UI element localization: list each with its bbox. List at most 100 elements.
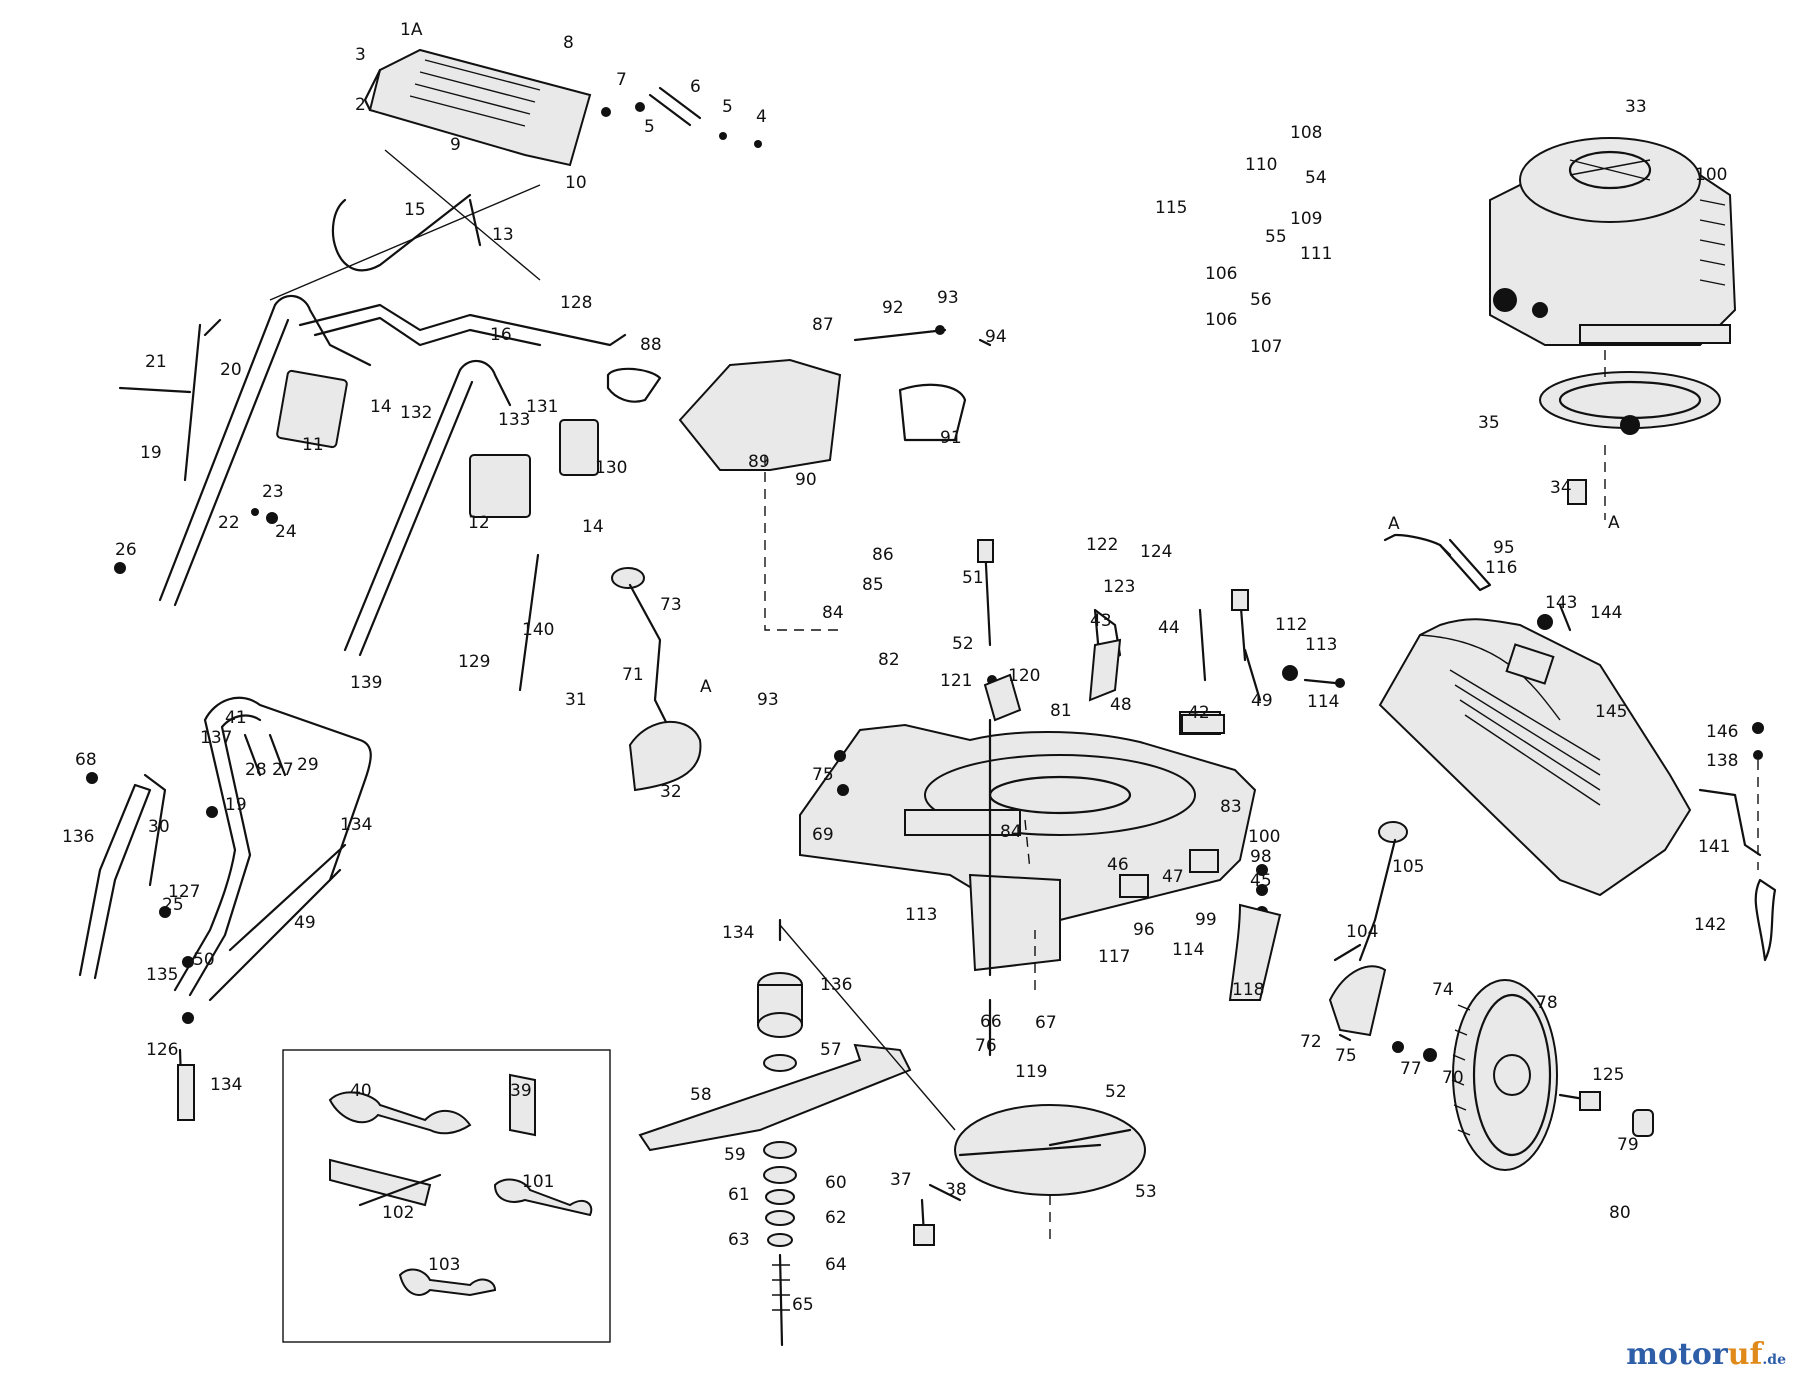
watermark-brand-main: motor bbox=[1626, 1337, 1728, 1372]
part-number-label: 106 bbox=[1205, 264, 1237, 284]
part-number-label: 94 bbox=[985, 327, 1007, 347]
part-number-label: 100 bbox=[1248, 827, 1280, 847]
part-number-label: 19 bbox=[140, 443, 162, 463]
part-number-label: 33 bbox=[1625, 97, 1647, 117]
part-number-label: 96 bbox=[1133, 920, 1155, 940]
part-number-label: 51 bbox=[962, 568, 984, 588]
part-number-label: 83 bbox=[1220, 797, 1242, 817]
part-number-label: 30 bbox=[148, 817, 170, 837]
part-number-label: 37 bbox=[890, 1170, 912, 1190]
part-number-label: 145 bbox=[1595, 702, 1627, 722]
part-number-label: 39 bbox=[510, 1081, 532, 1101]
part-number-label: 62 bbox=[825, 1208, 847, 1228]
part-number-label: 42 bbox=[1188, 703, 1210, 723]
part-number-label: 32 bbox=[660, 782, 682, 802]
part-number-label: 139 bbox=[350, 673, 382, 693]
part-number-label: 80 bbox=[1609, 1203, 1631, 1223]
part-number-label: 72 bbox=[1300, 1032, 1322, 1052]
part-number-label: 38 bbox=[945, 1180, 967, 1200]
watermark-brand-accent: uf bbox=[1727, 1337, 1763, 1372]
part-number-label: 64 bbox=[825, 1255, 847, 1275]
part-number-label: 144 bbox=[1590, 603, 1622, 623]
part-number-label: 78 bbox=[1536, 993, 1558, 1013]
part-number-label: 95 bbox=[1493, 538, 1515, 558]
part-number-label: 47 bbox=[1162, 867, 1184, 887]
upper-handle bbox=[158, 149, 627, 657]
part-number-label: 74 bbox=[1432, 980, 1454, 1000]
blade-adapter-plate bbox=[913, 718, 1146, 1246]
part-number-label: 107 bbox=[1250, 337, 1282, 357]
part-number-label: 22 bbox=[218, 513, 240, 533]
part-number-label: 9 bbox=[450, 135, 461, 155]
part-number-label: 58 bbox=[690, 1085, 712, 1105]
part-number-label: 79 bbox=[1617, 1135, 1639, 1155]
part-number-label: 87 bbox=[812, 315, 834, 335]
part-number-label: 118 bbox=[1232, 980, 1264, 1000]
part-number-label: 21 bbox=[145, 352, 167, 372]
part-number-label: 117 bbox=[1098, 947, 1130, 967]
blade-assembly bbox=[638, 918, 956, 1347]
part-number-label: 98 bbox=[1250, 847, 1272, 867]
part-number-label: 108 bbox=[1290, 123, 1322, 143]
part-number-label: 66 bbox=[980, 1012, 1002, 1032]
part-number-label: 76 bbox=[975, 1036, 997, 1056]
part-number-label: 14 bbox=[582, 517, 604, 537]
part-number-label: 142 bbox=[1694, 915, 1726, 935]
part-number-label: 15 bbox=[404, 200, 426, 220]
part-number-label: 4 bbox=[756, 107, 767, 127]
part-number-label: 84 bbox=[822, 603, 844, 623]
part-number-label: 6 bbox=[690, 77, 701, 97]
part-number-label: 101 bbox=[522, 1172, 554, 1192]
part-number-label: 60 bbox=[825, 1173, 847, 1193]
part-number-label: 90 bbox=[795, 470, 817, 490]
part-number-label: 106 bbox=[1205, 310, 1237, 330]
part-number-label: 57 bbox=[820, 1040, 842, 1060]
part-number-label: 48 bbox=[1110, 695, 1132, 715]
wheel-height-lever bbox=[1328, 821, 1408, 1037]
part-number-label: 11 bbox=[302, 435, 324, 455]
part-number-label: 14 bbox=[370, 397, 392, 417]
part-number-label: 116 bbox=[1485, 558, 1517, 578]
part-number-label: 50 bbox=[193, 950, 215, 970]
part-number-label: 138 bbox=[1706, 751, 1738, 771]
part-number-label: 31 bbox=[565, 690, 587, 710]
deck-bolts bbox=[834, 539, 1345, 918]
part-number-label: 82 bbox=[878, 650, 900, 670]
part-number-label: 27 bbox=[272, 760, 294, 780]
height-adjuster-clips bbox=[983, 638, 1282, 1001]
part-number-label: 55 bbox=[1265, 227, 1287, 247]
part-number-label: 115 bbox=[1155, 198, 1187, 218]
part-number-label: 59 bbox=[724, 1145, 746, 1165]
drive-bracket bbox=[606, 325, 992, 631]
tool-kit-box bbox=[282, 1049, 611, 1343]
part-number-label: 49 bbox=[1251, 691, 1273, 711]
part-number-label: 25 bbox=[162, 895, 184, 915]
part-number-label: 114 bbox=[1307, 692, 1339, 712]
part-number-label: 130 bbox=[595, 458, 627, 478]
part-number-label: 7 bbox=[616, 70, 627, 90]
part-number-label: 2 bbox=[355, 95, 366, 115]
part-number-label: 120 bbox=[1008, 666, 1040, 686]
mower-deck bbox=[799, 711, 1257, 972]
part-number-label: 85 bbox=[862, 575, 884, 595]
part-number-label: 133 bbox=[498, 410, 530, 430]
part-number-label: 81 bbox=[1050, 701, 1072, 721]
part-number-label: 125 bbox=[1592, 1065, 1624, 1085]
control-panel bbox=[363, 48, 592, 167]
part-number-label: 10 bbox=[565, 173, 587, 193]
part-number-label: 65 bbox=[792, 1295, 814, 1315]
part-number-label: 127 bbox=[168, 882, 200, 902]
part-number-label: 113 bbox=[1305, 635, 1337, 655]
part-number-label: 140 bbox=[522, 620, 554, 640]
part-number-label: 103 bbox=[428, 1255, 460, 1275]
engine bbox=[1489, 137, 1737, 520]
part-number-label: 5 bbox=[644, 117, 655, 137]
part-number-label: 53 bbox=[1135, 1182, 1157, 1202]
part-number-label: 41 bbox=[225, 708, 247, 728]
rear-wheel bbox=[1338, 979, 1654, 1171]
part-number-label: 12 bbox=[468, 513, 490, 533]
part-number-label: 75 bbox=[1335, 1046, 1357, 1066]
part-number-label: 93 bbox=[937, 288, 959, 308]
